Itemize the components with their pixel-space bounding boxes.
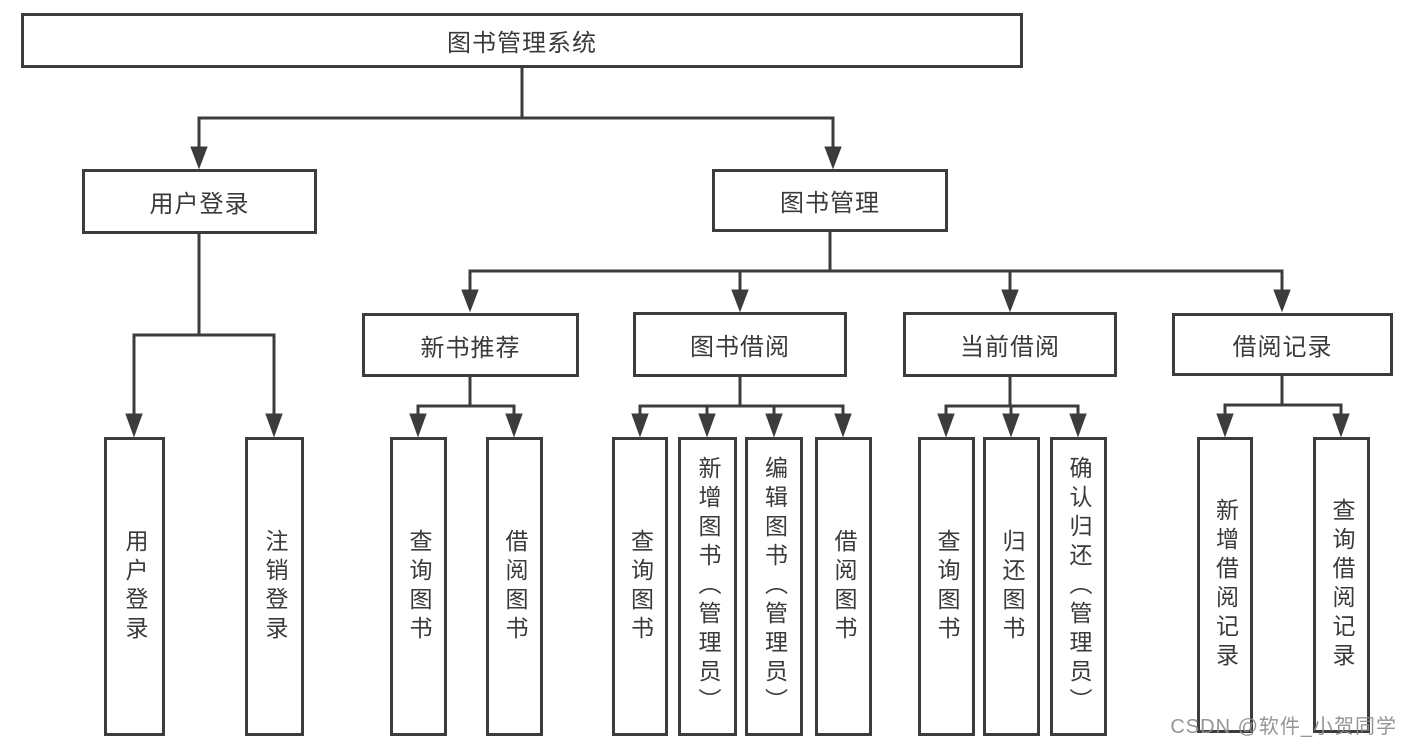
node-leaf-cb-query-books: 查询图书	[918, 437, 975, 736]
node-leaf-bb-edit-books-admin: 编辑图书（管理员）	[745, 437, 803, 736]
node-leaf-bb-borrow-books: 借阅图书	[815, 437, 872, 736]
node-leaf-cb-confirm-return-admin: 确认归还（管理员）	[1050, 437, 1107, 736]
node-leaf-logout: 注销登录	[245, 437, 304, 736]
node-current-borrowing: 当前借阅	[903, 312, 1117, 377]
node-new-book-recommend: 新书推荐	[362, 313, 579, 377]
node-leaf-user-login: 用户登录	[104, 437, 165, 736]
node-leaf-bb-add-books-admin: 新增图书（管理员）	[678, 437, 737, 736]
node-book-management: 图书管理	[712, 169, 948, 232]
node-book-borrowing: 图书借阅	[633, 312, 847, 377]
node-leaf-nbr-query-books: 查询图书	[390, 437, 447, 736]
node-leaf-cb-return-books: 归还图书	[983, 437, 1040, 736]
node-leaf-br-add-record: 新增借阅记录	[1197, 437, 1253, 733]
node-leaf-bb-query-books: 查询图书	[612, 437, 668, 736]
node-leaf-br-query-record: 查询借阅记录	[1313, 437, 1370, 733]
watermark: CSDN @软件_小贺同学	[1170, 716, 1397, 738]
node-user-login: 用户登录	[82, 169, 317, 234]
node-leaf-nbr-borrow-books: 借阅图书	[486, 437, 543, 736]
node-borrowing-records: 借阅记录	[1172, 313, 1393, 376]
node-root: 图书管理系统	[21, 13, 1023, 68]
